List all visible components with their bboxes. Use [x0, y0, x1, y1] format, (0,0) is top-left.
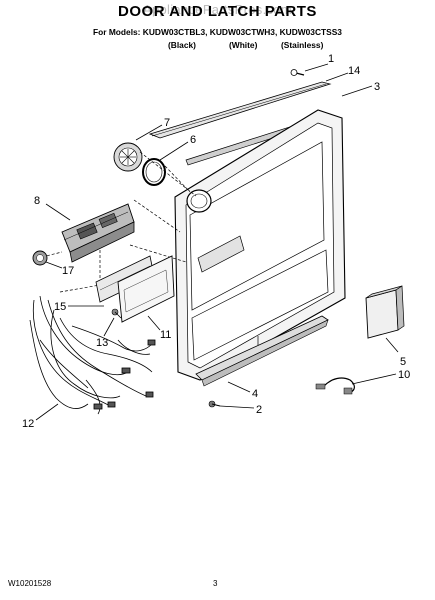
part-3-inner-door	[174, 109, 346, 381]
part-2-screw	[208, 400, 221, 408]
callout-17: 17	[62, 265, 74, 277]
callout-13: 13	[96, 337, 108, 349]
callout-6: 6	[190, 134, 196, 146]
part-4-bottom-trim	[195, 315, 329, 387]
part-7-vent-cover	[113, 142, 143, 172]
part-13-screw	[111, 308, 122, 319]
part-1-screw	[290, 69, 305, 76]
alignment-line	[133, 199, 181, 233]
callout-11: 11	[160, 329, 171, 341]
part-17-latch-knob	[32, 250, 48, 266]
part-code: W10201528	[8, 579, 52, 588]
callout-2: 2	[256, 404, 262, 416]
finish-black: (Black)	[168, 40, 196, 50]
models-line: For Models: KUDW03CTBL3, KUDW03CTWH3, KU…	[93, 27, 342, 37]
callout-1: 1	[328, 53, 334, 65]
part-10-power-cord	[315, 377, 355, 395]
alignment-line	[164, 165, 191, 193]
callout-15: 15	[54, 301, 66, 313]
alignment-line	[139, 151, 197, 197]
part-5-strike-box	[365, 285, 405, 339]
part-11-control-backing	[117, 255, 175, 323]
page-title: DOOR AND LATCH PARTS	[118, 3, 317, 20]
callout-4: 4	[252, 388, 258, 400]
callout-7: 7	[164, 117, 170, 129]
callout-5: 5	[400, 356, 406, 368]
finish-white: (White)	[229, 40, 258, 50]
callout-14: 14	[348, 65, 360, 77]
alignment-line	[41, 251, 63, 258]
page-number: 3	[213, 579, 218, 588]
alignment-line	[59, 284, 101, 293]
callout-10: 10	[398, 369, 410, 381]
part-12-wire-harness	[29, 295, 156, 415]
leader-lines	[35, 63, 399, 421]
callout-8: 8	[34, 195, 40, 207]
callout-12: 12	[22, 418, 34, 430]
callout-3: 3	[374, 81, 380, 93]
finish-stainless: (Stainless)	[281, 40, 324, 50]
watermark: AppliancePartsPros.com	[143, 2, 292, 17]
part-14-top-trim	[148, 81, 332, 139]
part-8-latch-assembly	[61, 203, 135, 263]
